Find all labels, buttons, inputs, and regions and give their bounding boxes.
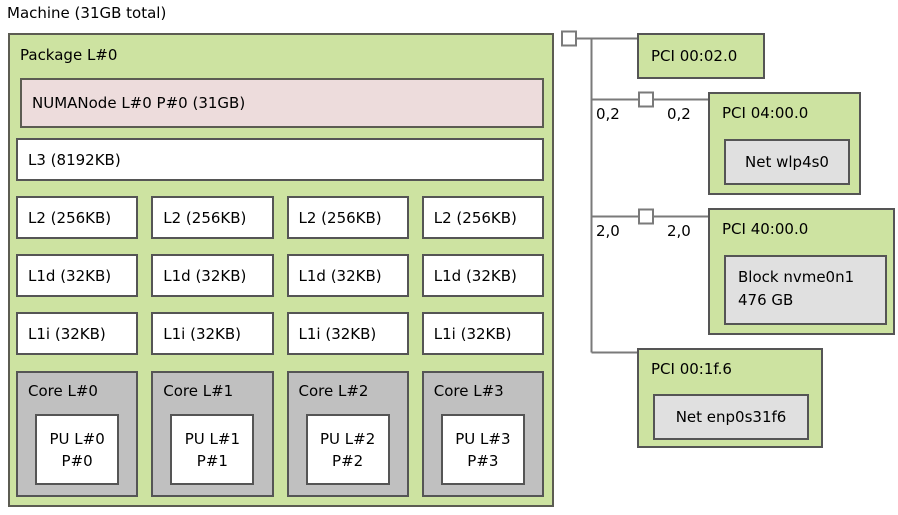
pu-logical-label: PU L#2: [319, 429, 376, 448]
pu-box-1: PU L#1 P#1: [170, 414, 255, 485]
pci-device-04-00-0: PCI 04:00.0 Net wlp4s0: [708, 92, 861, 195]
core-box-0: Core L#0 PU L#0 P#0: [16, 371, 139, 497]
pu-physical-label: P#0: [61, 451, 93, 470]
pu-logical-label: PU L#1: [184, 429, 240, 448]
package-label: Package L#0: [20, 46, 118, 64]
core-box-3: Core L#3 PU L#3 P#3: [421, 371, 544, 497]
net-device-label: Net wlp4s0: [745, 153, 829, 171]
block-device-name: Block nvme0n1: [738, 268, 855, 286]
l1i-cache-box: L1i (32KB): [151, 312, 274, 355]
machine-label: Machine (31GB total): [7, 4, 167, 22]
pci-device-00-1f-6: PCI 00:1f.6 Net enp0s31f6: [637, 348, 823, 448]
pci-device-label: PCI 00:02.0: [651, 47, 738, 65]
l2-cache-box: L2 (256KB): [16, 196, 139, 239]
pu-physical-label: P#1: [196, 451, 228, 470]
pci-device-label: PCI 40:00.0: [722, 220, 809, 238]
l1d-cache-box: L1d (32KB): [151, 254, 274, 297]
l2-cache-box: L2 (256KB): [286, 196, 409, 239]
block-device-size: 476 GB: [738, 291, 794, 309]
pu-box-2: PU L#2 P#2: [305, 414, 390, 485]
net-device-wlp4s0: Net wlp4s0: [724, 139, 850, 185]
pci-device-40-00-0: PCI 40:00.0 Block nvme0n1 476 GB: [708, 208, 895, 335]
l3-cache-box: L3 (8192KB): [16, 138, 544, 181]
link-speed-label: 0,2: [596, 105, 620, 123]
package-box: Package L#0 NUMANode L#0 P#0 (31GB) L3 (…: [8, 33, 554, 507]
net-device-enp0s31f6: Net enp0s31f6: [653, 394, 809, 440]
core-label: Core L#3: [433, 382, 504, 400]
core-label: Core L#0: [28, 382, 98, 400]
core-box-1: Core L#1 PU L#1 P#1: [151, 371, 274, 497]
l1d-cache-row: L1d (32KB) L1d (32KB) L1d (32KB) L1d (32…: [16, 254, 544, 297]
core-box-2: Core L#2 PU L#2 P#2: [286, 371, 409, 497]
core-label: Core L#1: [163, 382, 234, 400]
pci-device-label: PCI 00:1f.6: [651, 360, 732, 378]
l3-cache-label: L3 (8192KB): [28, 150, 121, 169]
link-speed-label: 2,0: [596, 222, 620, 240]
l1i-cache-box: L1i (32KB): [286, 312, 409, 355]
numanode-box: NUMANode L#0 P#0 (31GB): [20, 78, 544, 128]
l2-cache-box: L2 (256KB): [151, 196, 274, 239]
l1d-cache-box: L1d (32KB): [286, 254, 409, 297]
pu-physical-label: P#3: [467, 451, 499, 470]
core-row: Core L#0 PU L#0 P#0 Core L#1 PU L#1 P#1 …: [16, 371, 544, 497]
bridge-square-1: [638, 91, 654, 108]
pu-box-3: PU L#3 P#3: [440, 414, 525, 485]
pci-device-00-02-0: PCI 00:02.0: [637, 33, 765, 79]
pu-physical-label: P#2: [332, 451, 364, 470]
pu-box-0: PU L#0 P#0: [35, 414, 120, 485]
pu-logical-label: PU L#3: [455, 429, 511, 448]
pci-device-label: PCI 04:00.0: [722, 104, 809, 122]
l2-cache-row: L2 (256KB) L2 (256KB) L2 (256KB) L2 (256…: [16, 196, 544, 239]
pu-logical-label: PU L#0: [49, 429, 105, 448]
l2-cache-box: L2 (256KB): [421, 196, 544, 239]
l1i-cache-box: L1i (32KB): [16, 312, 139, 355]
block-device-nvme0n1: Block nvme0n1 476 GB: [724, 255, 887, 325]
l1i-cache-row: L1i (32KB) L1i (32KB) L1i (32KB) L1i (32…: [16, 312, 544, 355]
bridge-square-2: [638, 208, 654, 225]
l1d-cache-box: L1d (32KB): [16, 254, 139, 297]
numanode-label: NUMANode L#0 P#0 (31GB): [32, 94, 246, 112]
l1d-cache-box: L1d (32KB): [421, 254, 544, 297]
core-label: Core L#2: [298, 382, 369, 400]
net-device-label: Net enp0s31f6: [675, 408, 787, 426]
hostbridge-square: [561, 30, 577, 47]
l1i-cache-box: L1i (32KB): [421, 312, 544, 355]
link-speed-label: 0,2: [667, 105, 691, 123]
link-speed-label: 2,0: [667, 222, 691, 240]
